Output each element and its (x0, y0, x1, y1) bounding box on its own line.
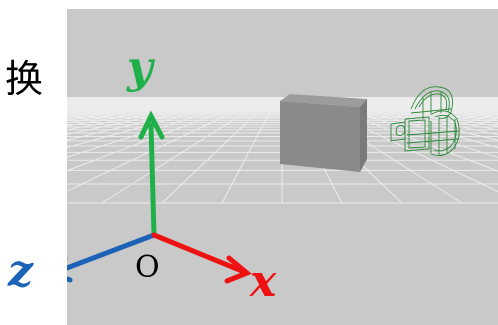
cube-front-face (280, 101, 360, 172)
wireframe-shape (404, 116, 430, 152)
wireframe-shape (408, 119, 426, 149)
wireframe-model (390, 86, 460, 157)
wireframe-shape (430, 115, 456, 155)
viewport-canvas (67, 9, 498, 325)
wireframe-shape (430, 110, 460, 157)
y-axis-label: y (127, 42, 153, 93)
cube-side-face (360, 99, 367, 172)
wireframe-shape (395, 125, 406, 137)
x-axis-arrowhead (224, 255, 252, 284)
wireframe-shape (418, 93, 448, 111)
solid-cube (280, 94, 367, 172)
y-axis-line (148, 122, 157, 238)
cube-top-face (280, 94, 367, 107)
wireframe-shape (414, 90, 450, 113)
z-axis-label: z (8, 246, 33, 297)
wireframe-shape (433, 114, 457, 152)
axes (67, 110, 252, 284)
y-axis-arrowhead (138, 110, 165, 140)
x-axis-line (151, 232, 245, 274)
z-axis-line (67, 232, 157, 271)
x-axis-label: x (250, 256, 277, 307)
3d-viewport[interactable] (67, 9, 498, 325)
wireframe-shape (422, 91, 442, 119)
side-character: 换 (5, 57, 44, 101)
origin-label: O (135, 250, 160, 285)
wireframe-shape (410, 86, 453, 119)
